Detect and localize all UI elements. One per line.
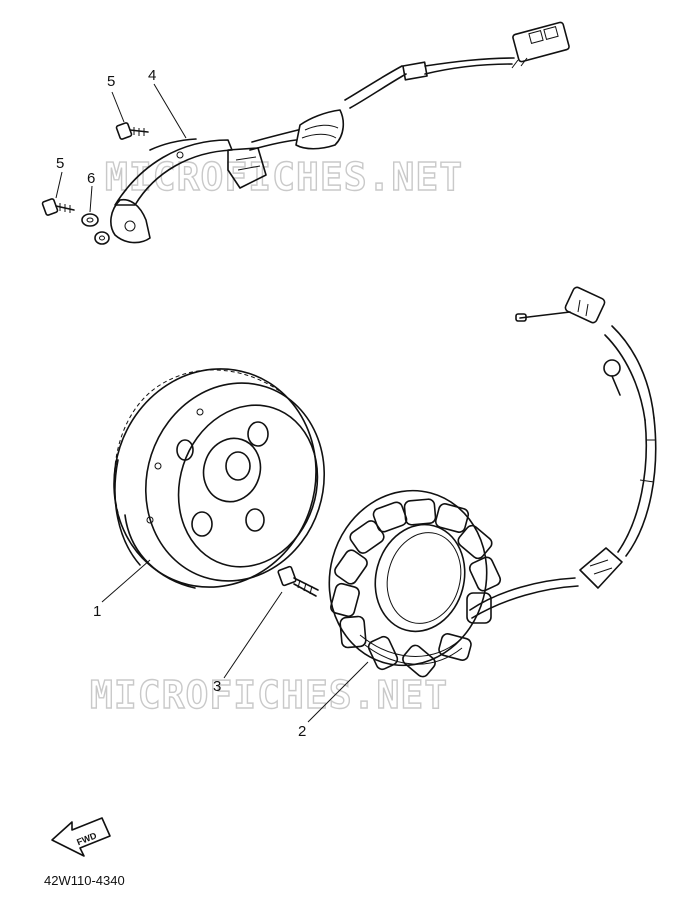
fwd-arrow-icon: FWD	[51, 817, 111, 857]
watermark-top: MICROFICHES.NET	[105, 155, 463, 199]
watermark-bottom: MICROFICHES.NET	[90, 673, 448, 717]
pickup-coil-assembly	[110, 21, 570, 244]
flywheel-rotor	[113, 368, 326, 589]
washer	[81, 213, 99, 227]
callout-flywheel: 1	[93, 603, 101, 620]
stator-bolt	[277, 565, 319, 597]
callout-washer: 6	[87, 170, 95, 187]
stator-coil	[328, 489, 502, 678]
diagram-code: 42W110-4340	[44, 873, 125, 888]
screw-upper	[115, 122, 149, 140]
callout-pickup-coil: 4	[148, 67, 156, 84]
callout-stator-bolt: 3	[213, 678, 221, 695]
callout-stator: 2	[298, 723, 306, 740]
stator-harness	[469, 286, 657, 619]
callout-screw-upper: 5	[107, 73, 115, 90]
callout-screw-lower: 5	[56, 155, 64, 172]
pickup-connector	[511, 21, 570, 69]
washer-lower	[94, 231, 110, 245]
screw-lower	[41, 198, 75, 216]
